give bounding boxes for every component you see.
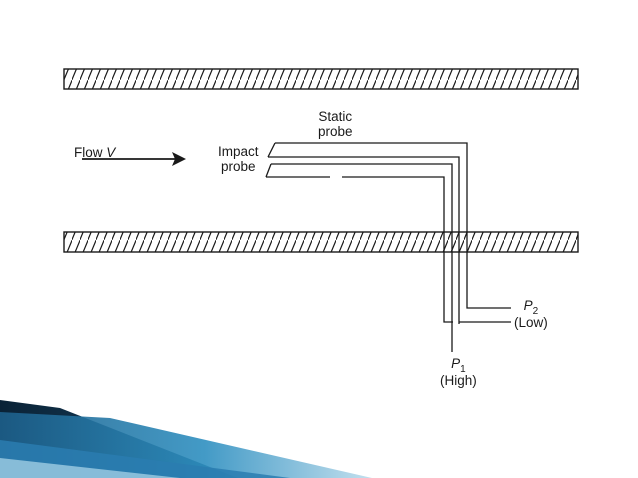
flow-label-text: Flow	[74, 145, 103, 160]
impact-probe-label-line1: Impact	[218, 144, 259, 159]
footer-decoration	[0, 400, 372, 478]
p2-note: (Low)	[514, 315, 548, 330]
p1-note: (High)	[440, 373, 477, 388]
static-probe-label-line2: probe	[318, 124, 353, 139]
p1-label: P1 (High)	[440, 356, 477, 388]
p1-symbol-line: P1	[440, 356, 477, 375]
impact-probe-label-line2: probe	[220, 159, 256, 174]
p1-subscript: 1	[460, 364, 466, 375]
p2-symbol: P	[523, 298, 533, 313]
impact-probe-label: Impact probe	[218, 144, 259, 174]
p2-symbol-line: P2	[514, 298, 548, 317]
static-probe-label: Static probe	[318, 109, 353, 139]
p1-symbol: P	[451, 356, 461, 371]
probe-tubes	[265, 142, 511, 352]
p2-subscript: 2	[532, 306, 539, 317]
flow-velocity-symbol: V	[106, 145, 116, 160]
upper-pipe-wall	[63, 68, 579, 90]
flow-label: Flow V	[74, 145, 115, 160]
p2-label: P2 (Low)	[514, 298, 548, 330]
lower-pipe-wall	[63, 231, 579, 253]
static-probe-label-line1: Static	[318, 109, 353, 124]
flow-arrow	[82, 152, 186, 166]
